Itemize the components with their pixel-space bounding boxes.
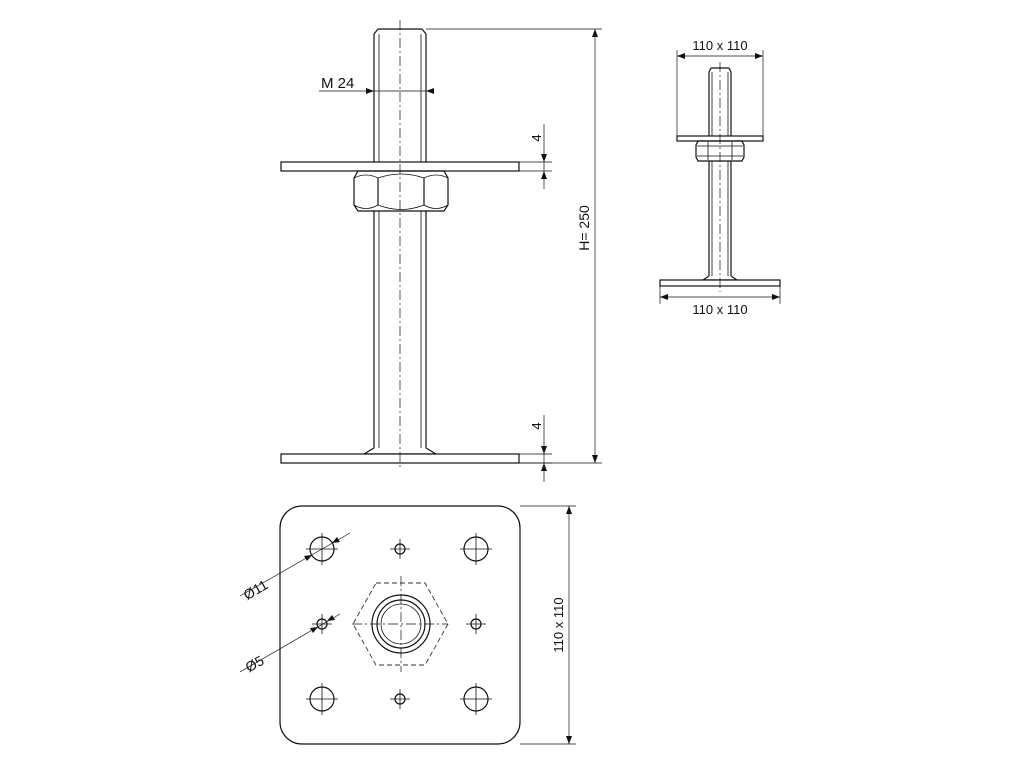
side-bottom-size-label: 110 x 110 xyxy=(692,302,747,317)
small-hole xyxy=(312,614,332,634)
plan-rod-and-nut xyxy=(352,582,449,666)
threaded-rod-upper xyxy=(373,28,427,162)
plan-view: Ø11 Ø5 110 x 110 xyxy=(239,505,576,745)
side-top-dimension: 110 x 110 xyxy=(676,38,764,136)
base-plate-outline xyxy=(279,505,521,745)
large-hole xyxy=(306,683,338,715)
side-rod-lower xyxy=(701,161,739,281)
hex-nut xyxy=(353,170,449,212)
thread-label: M 24 xyxy=(321,75,354,92)
thread-dimension: M 24 xyxy=(319,75,434,94)
side-bottom-dimension: 110 x 110 xyxy=(659,286,781,317)
side-rod-upper xyxy=(708,67,732,136)
small-hole-label: Ø5 xyxy=(242,652,266,675)
small-holes xyxy=(312,539,486,709)
threaded-rod-lower xyxy=(361,211,439,455)
plan-size-label: 110 x 110 xyxy=(551,597,566,652)
bottom-plate-thickness-label: 4 xyxy=(529,422,544,429)
top-plate-thickness-dimension: 4 xyxy=(519,124,552,189)
top-plate-thickness-label: 4 xyxy=(529,134,544,141)
large-hole xyxy=(460,683,492,715)
plan-size-dimension: 110 x 110 xyxy=(520,505,576,745)
side-top-size-label: 110 x 110 xyxy=(692,38,747,53)
small-hole xyxy=(390,539,410,559)
large-hole xyxy=(460,533,492,565)
height-label: H= 250 xyxy=(576,205,592,251)
small-hole xyxy=(390,689,410,709)
hidden-hex-nut xyxy=(352,582,449,666)
large-holes xyxy=(306,533,492,715)
height-dimension: H= 250 xyxy=(426,28,602,464)
bottom-plate-thickness-dimension: 4 xyxy=(519,415,552,482)
front-view: M 24 4 4 H= 250 xyxy=(280,20,602,482)
small-hole xyxy=(466,614,486,634)
large-hole-label: Ø11 xyxy=(240,576,270,603)
side-view: 110 x 110 xyxy=(659,38,781,317)
